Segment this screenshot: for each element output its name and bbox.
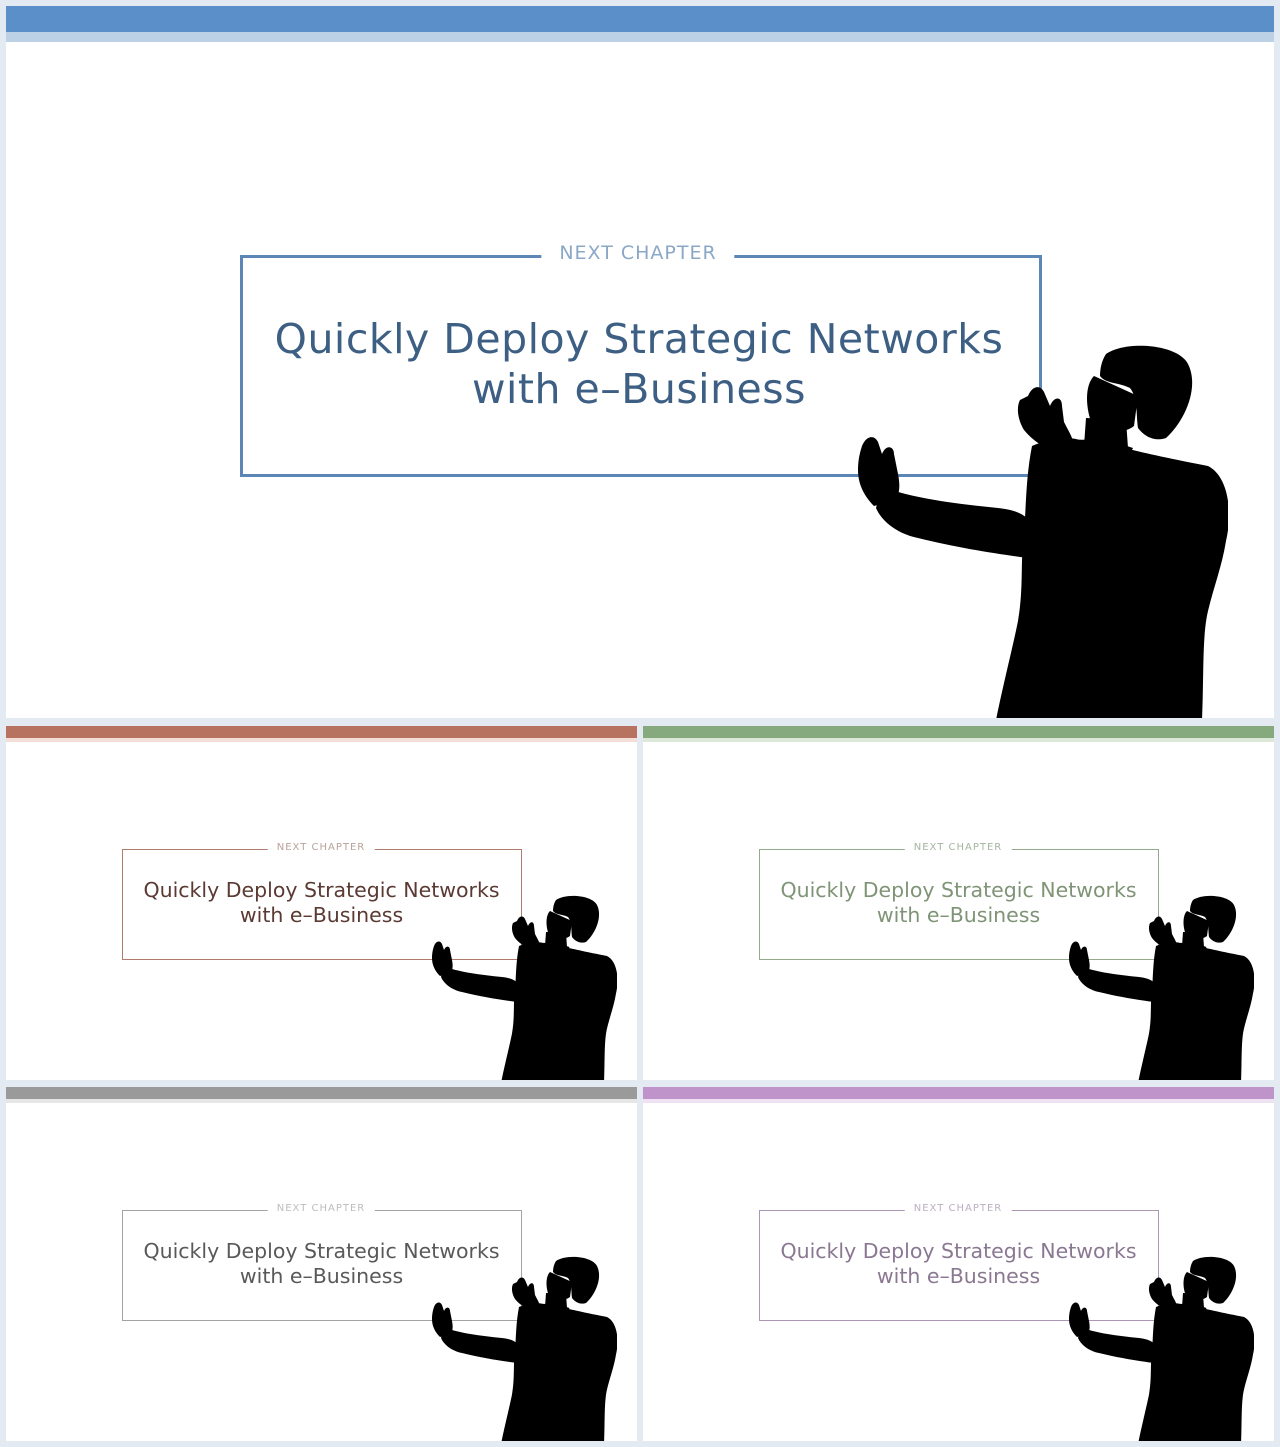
chapter-label: NEXT CHAPTER — [541, 242, 735, 264]
chapter-label: NEXT CHAPTER — [904, 1203, 1012, 1214]
slide-title: Quickly Deploy Strategic Networks with e… — [6, 314, 1272, 414]
title-line-1: Quickly Deploy Strategic Networks — [780, 878, 1137, 902]
slide-header-bar — [643, 1087, 1274, 1099]
businessman-illustration — [427, 1252, 617, 1441]
slide-title: Quickly Deploy Strategic Networks with e… — [6, 1239, 637, 1289]
businessman-illustration — [1064, 1252, 1254, 1441]
slide-header-subbar — [643, 1099, 1274, 1103]
slide-header-subbar — [6, 1099, 637, 1103]
slide-title: Quickly Deploy Strategic Networks with e… — [643, 878, 1274, 928]
slide-header-bar — [6, 6, 1274, 32]
slide-title: Quickly Deploy Strategic Networks with e… — [643, 1239, 1274, 1289]
slide-variant-green[interactable]: NEXT CHAPTER Quickly Deploy Strategic Ne… — [643, 726, 1274, 1080]
slide-variant-red[interactable]: NEXT CHAPTER Quickly Deploy Strategic Ne… — [6, 726, 637, 1080]
slide-header-subbar — [6, 738, 637, 742]
chapter-label: NEXT CHAPTER — [267, 1203, 375, 1214]
businessman-illustration — [848, 336, 1228, 718]
title-line-1: Quickly Deploy Strategic Networks — [143, 1239, 500, 1263]
businessman-illustration — [427, 891, 617, 1080]
slide-header-subbar — [6, 32, 1274, 42]
slide-header-bar — [6, 1087, 637, 1099]
title-line-2: with e–Business — [239, 1264, 404, 1288]
slide-variant-gray[interactable]: NEXT CHAPTER Quickly Deploy Strategic Ne… — [6, 1087, 637, 1441]
slide-header-bar — [643, 726, 1274, 738]
title-line-1: Quickly Deploy Strategic Networks — [780, 1239, 1137, 1263]
slide-title: Quickly Deploy Strategic Networks with e… — [6, 878, 637, 928]
slide-header-subbar — [643, 738, 1274, 742]
slide-main-blue[interactable]: NEXT CHAPTER Quickly Deploy Strategic Ne… — [6, 6, 1274, 718]
title-line-2: with e–Business — [876, 1264, 1041, 1288]
businessman-illustration — [1064, 891, 1254, 1080]
chapter-label: NEXT CHAPTER — [904, 842, 1012, 853]
title-line-2: with e–Business — [471, 365, 807, 413]
title-line-2: with e–Business — [239, 903, 404, 927]
title-line-2: with e–Business — [876, 903, 1041, 927]
title-line-1: Quickly Deploy Strategic Networks — [274, 315, 1004, 363]
slide-header-bar — [6, 726, 637, 738]
title-line-1: Quickly Deploy Strategic Networks — [143, 878, 500, 902]
chapter-label: NEXT CHAPTER — [267, 842, 375, 853]
slide-variant-purple[interactable]: NEXT CHAPTER Quickly Deploy Strategic Ne… — [643, 1087, 1274, 1441]
